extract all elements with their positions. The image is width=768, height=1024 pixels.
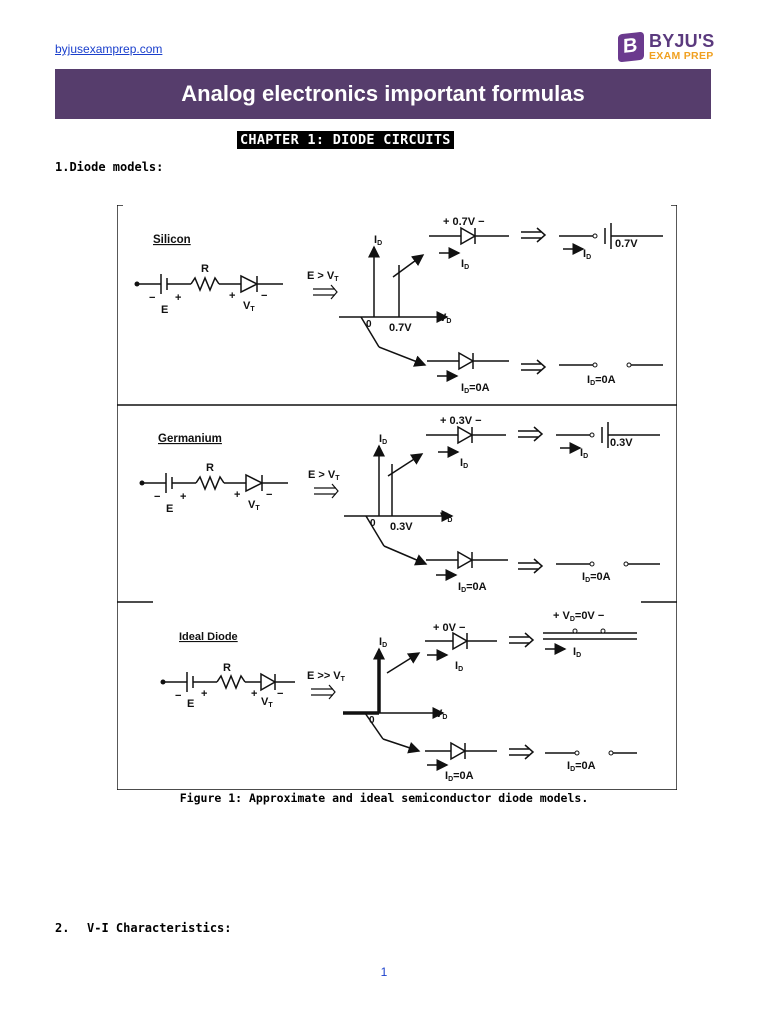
- e-label: E: [161, 304, 168, 316]
- condition-label: E > VT: [308, 469, 340, 482]
- on-id-label: ID: [461, 258, 469, 271]
- origin-label: 0: [369, 715, 375, 726]
- on-id-label: ID: [455, 660, 463, 673]
- r-label: R: [201, 263, 209, 275]
- svg-text:+: +: [175, 292, 181, 304]
- panel-label: Ideal Diode: [179, 631, 238, 643]
- axis-vd-label: VD: [439, 312, 451, 325]
- section-heading-diode-models: 1.Diode models:: [55, 160, 164, 174]
- svg-text:−: −: [154, 491, 160, 503]
- page-title: Analog electronics important formulas: [181, 81, 585, 106]
- on-drop-label: + 0.3V −: [440, 415, 482, 427]
- origin-label: 0: [366, 319, 372, 330]
- diode-models-figure: Silicon − + E R + − VT E > VT: [117, 205, 677, 790]
- panel-label: Germanium: [158, 433, 222, 445]
- svg-text:+: +: [180, 491, 186, 503]
- off-id-label: ID=0A: [445, 770, 474, 783]
- panel-label: Silicon: [153, 234, 191, 246]
- on-id-label: ID: [460, 457, 468, 470]
- svg-text:−: −: [261, 290, 267, 302]
- svg-text:+: +: [201, 688, 207, 700]
- page-number: 1: [380, 965, 388, 979]
- panel-ideal-diode: Ideal Diode − + E R + − VT E >> VT: [160, 610, 637, 783]
- vt-label: VT: [248, 499, 260, 512]
- knee-voltage: 0.7V: [389, 322, 412, 334]
- svg-text:−: −: [266, 489, 272, 501]
- axis-vd-label: VD: [440, 511, 452, 524]
- vt-label: VT: [261, 696, 273, 709]
- off-model-id-label: ID=0A: [582, 571, 611, 584]
- off-model-id-label: ID=0A: [587, 374, 616, 387]
- svg-text:+: +: [229, 290, 235, 302]
- panel-germanium: Germanium − + E R + − VT E > VT: [139, 415, 660, 594]
- knee-voltage: 0.3V: [390, 521, 413, 533]
- condition-label: E >> VT: [307, 670, 346, 683]
- on-model-vd-label: + VD=0V −: [553, 610, 604, 623]
- origin-label: 0: [370, 518, 376, 529]
- r-label: R: [223, 662, 231, 674]
- on-model-id-label: ID: [573, 646, 581, 659]
- off-model-id-label: ID=0A: [567, 760, 596, 773]
- battery-voltage: 0.7V: [615, 238, 638, 250]
- title-banner: Analog electronics important formulas: [55, 69, 711, 119]
- axis-id-label: ID: [379, 636, 387, 649]
- off-id-label: ID=0A: [461, 382, 490, 395]
- svg-text:+: +: [251, 688, 257, 700]
- off-id-label: ID=0A: [458, 581, 487, 594]
- section-label: V-I Characteristics:: [87, 921, 232, 935]
- svg-text:−: −: [277, 688, 283, 700]
- condition-label: E > VT: [307, 270, 339, 283]
- e-label: E: [187, 698, 194, 710]
- site-link[interactable]: byjusexamprep.com: [55, 42, 163, 56]
- on-drop-label: + 0V −: [433, 622, 465, 634]
- byjus-logo: B BYJU'S EXAM PREP: [618, 31, 716, 64]
- figure-caption: Figure 1: Approximate and ideal semicond…: [179, 791, 589, 805]
- logo-subtitle: EXAM PREP: [649, 50, 714, 62]
- logo-mark-icon: B: [618, 31, 644, 63]
- on-model-id-label: ID: [580, 447, 588, 460]
- on-model-id-label: ID: [583, 248, 591, 261]
- panel-silicon: Silicon − + E R + − VT E > VT: [134, 216, 663, 395]
- chapter-heading: CHAPTER 1: DIODE CIRCUITS: [237, 131, 454, 149]
- svg-text:−: −: [149, 292, 155, 304]
- section-number: 2.: [55, 921, 70, 935]
- logo-brand: BYJU'S: [649, 31, 715, 51]
- battery-voltage: 0.3V: [610, 437, 633, 449]
- vt-label: VT: [243, 300, 255, 313]
- section-heading-vi-characteristics: 2. V-I Characteristics:: [55, 921, 232, 935]
- svg-text:+: +: [234, 489, 240, 501]
- on-drop-label: + 0.7V −: [443, 216, 485, 228]
- r-label: R: [206, 462, 214, 474]
- axis-id-label: ID: [374, 234, 382, 247]
- svg-text:−: −: [175, 690, 181, 702]
- axis-vd-label: VD: [435, 708, 447, 721]
- e-label: E: [166, 503, 173, 515]
- axis-id-label: ID: [379, 433, 387, 446]
